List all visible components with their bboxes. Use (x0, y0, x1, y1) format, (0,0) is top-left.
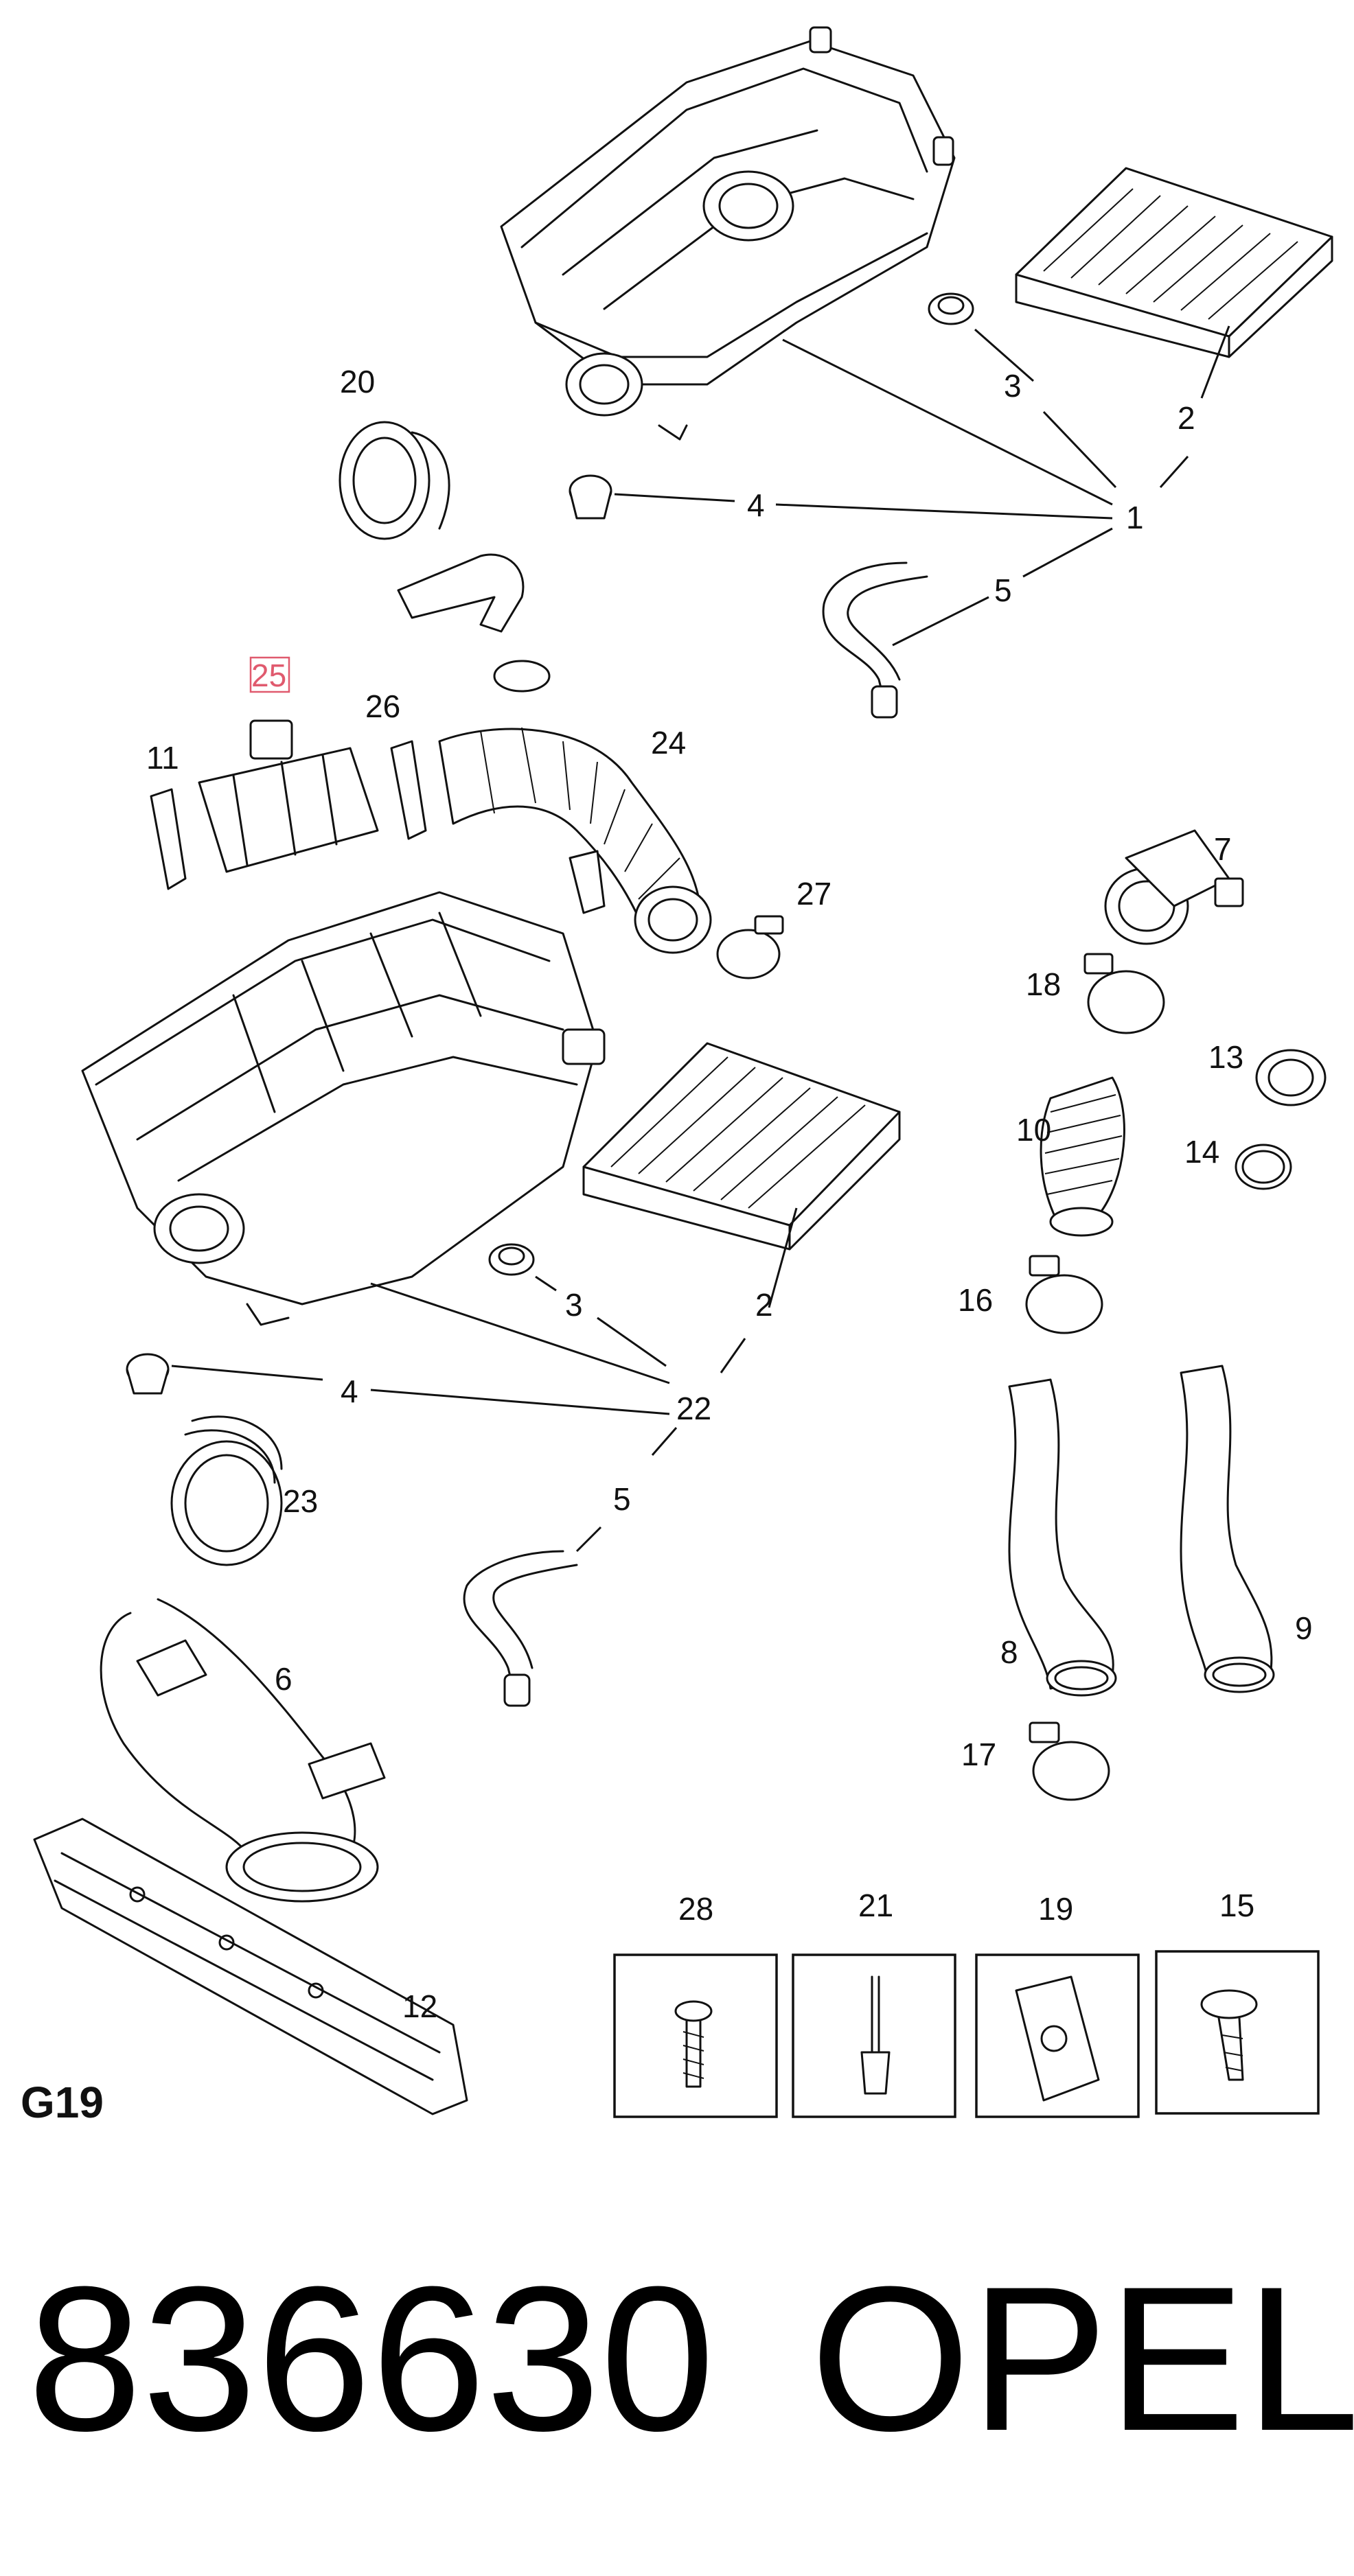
callout-18: 18 (1026, 966, 1061, 1002)
hose-clamp-18 (1083, 953, 1165, 1034)
callout-labels: 1 2 3 4 5 20 25 26 11 24 27 7 18 13 10 1… (146, 364, 1313, 2024)
callout-10: 10 (1016, 1112, 1051, 1148)
callout-5-upper: 5 (994, 572, 1012, 608)
callout-7: 7 (1214, 831, 1232, 867)
callout-17: 17 (961, 1737, 996, 1772)
intake-ring-20 (338, 421, 450, 540)
callout-2-lower: 2 (755, 1287, 773, 1323)
callout-3-lower: 3 (565, 1287, 583, 1323)
grommet-lower (488, 1243, 535, 1276)
charge-air-hose-9 (1180, 1365, 1275, 1693)
callout-2-upper: 2 (1178, 400, 1195, 436)
air-cleaner-housing-upper (500, 26, 956, 441)
corrugated-hose-10 (1040, 1076, 1125, 1237)
callout-11: 11 (146, 740, 179, 776)
callout-21: 21 (858, 1888, 893, 1923)
sleeve-lower (126, 1353, 170, 1395)
callout-9: 9 (1295, 1610, 1313, 1646)
grommet-upper (928, 292, 974, 325)
hose-clamp-27 (716, 915, 784, 979)
callout-13: 13 (1208, 1039, 1243, 1075)
callout-5-lower: 5 (613, 1481, 631, 1517)
callout-4-upper: 4 (747, 487, 765, 523)
callout-20: 20 (340, 364, 375, 399)
mass-air-flow-housing-25 (198, 719, 379, 873)
callout-1: 1 (1126, 500, 1144, 535)
sleeve-upper (569, 474, 612, 520)
callout-27: 27 (796, 876, 831, 912)
callout-8: 8 (1000, 1634, 1018, 1670)
mass-air-flow-sensor-7 (1104, 829, 1244, 945)
connector-13 (1255, 1049, 1327, 1106)
callout-12: 12 (402, 1988, 437, 2024)
elbow-hose (397, 553, 525, 633)
part-number: 836630 (27, 2243, 715, 2474)
air-guide-12 (33, 1818, 468, 2115)
seal-ring-11 (150, 788, 187, 890)
intake-duct-6 (100, 1598, 386, 1903)
callout-14: 14 (1184, 1134, 1219, 1170)
fastener-box-19 (975, 1953, 1140, 2118)
brand-name: OPEL (810, 2243, 1354, 2474)
air-filter-element-upper (1015, 167, 1333, 358)
callout-6: 6 (275, 1661, 292, 1697)
callout-24: 24 (651, 725, 686, 761)
callout-25: 25 (251, 658, 286, 693)
leader-lines (171, 325, 1230, 1553)
seal-ring-26 (390, 740, 427, 840)
callout-19: 19 (1038, 1891, 1073, 1927)
fastener-box-15 (1155, 1950, 1320, 2115)
intake-duct-24 (438, 727, 712, 954)
callout-3-upper: 3 (1004, 368, 1022, 404)
callout-25-highlight-box (249, 656, 290, 693)
callout-15: 15 (1219, 1888, 1254, 1923)
breather-hose-upper (822, 561, 928, 719)
fastener-box-21 (792, 1953, 956, 2118)
air-filter-element-lower (582, 1042, 901, 1251)
o-ring-14 (1235, 1144, 1292, 1190)
hose-clamp-16 (1025, 1255, 1103, 1334)
callout-22: 22 (676, 1391, 711, 1426)
charge-air-hose-8 (1008, 1378, 1117, 1697)
callout-26: 26 (365, 688, 400, 724)
hose-clamp-17 (1029, 1721, 1110, 1801)
breather-hose-lower (463, 1550, 578, 1707)
air-cleaner-housing-lower (81, 891, 606, 1326)
intake-bellow-23 (170, 1415, 283, 1566)
callout-16: 16 (958, 1282, 993, 1318)
callout-28: 28 (678, 1891, 713, 1927)
callout-23: 23 (283, 1483, 318, 1519)
sheet-code: G19 (21, 2078, 104, 2127)
callout-4-lower: 4 (341, 1373, 358, 1409)
fastener-box-28 (613, 1953, 778, 2118)
clip-cap (493, 660, 551, 693)
